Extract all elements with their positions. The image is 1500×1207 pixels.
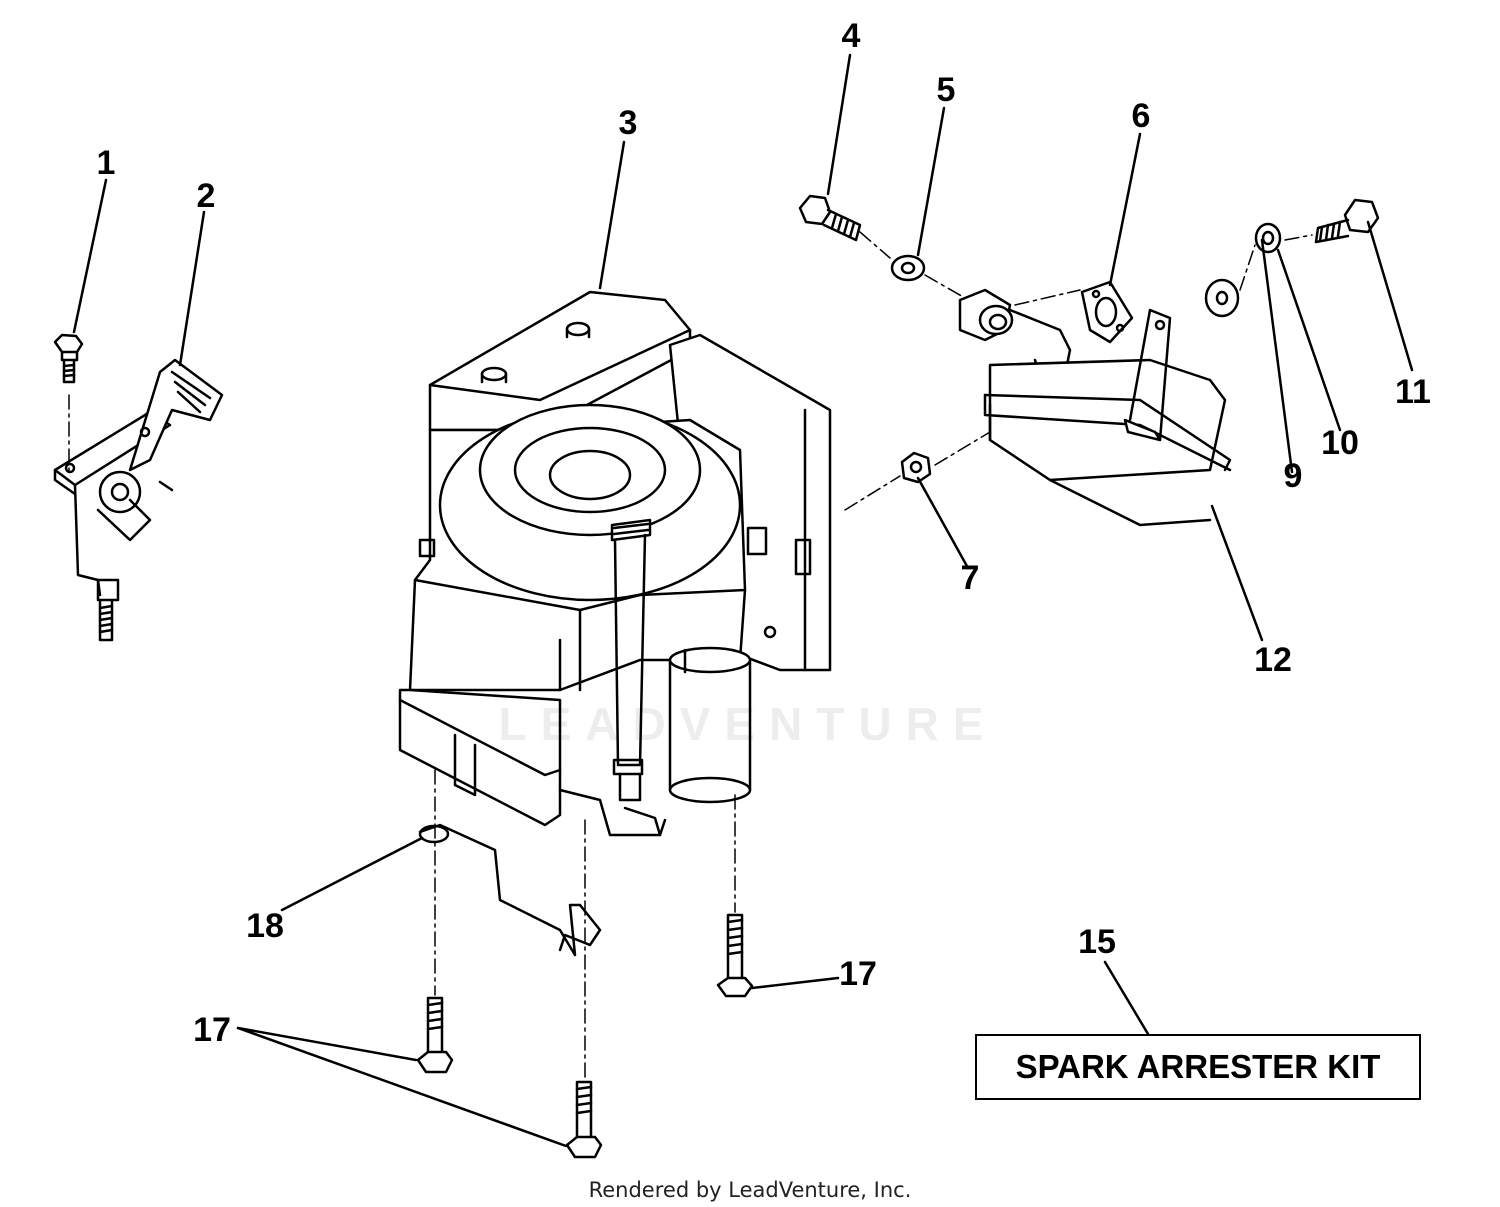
spark-arrester-kit-label: SPARK ARRESTER KIT bbox=[1015, 1048, 1381, 1085]
leader-lines bbox=[72, 53, 1414, 1148]
watermark: LEADVENTURE bbox=[498, 698, 998, 750]
callout-1: 1 bbox=[96, 144, 116, 182]
callout-10: 10 bbox=[1321, 424, 1359, 462]
part-7-nut bbox=[900, 451, 932, 484]
part-5-washer bbox=[890, 254, 926, 282]
part-6-gasket bbox=[1080, 280, 1134, 344]
part-17-bolt-bottom bbox=[565, 1080, 603, 1159]
callout-17-right: 17 bbox=[839, 955, 877, 993]
callout-9: 9 bbox=[1283, 457, 1303, 495]
part-17-bolt-left bbox=[416, 996, 454, 1074]
render-credit: Rendered by LeadVenture, Inc. bbox=[588, 1178, 912, 1202]
part-11-bolt bbox=[1314, 198, 1380, 244]
spark-arrester-kit-box: SPARK ARRESTER KIT bbox=[975, 1034, 1421, 1100]
callout-12: 12 bbox=[1254, 641, 1292, 679]
part-3-engine bbox=[398, 290, 832, 837]
callout-5: 5 bbox=[936, 71, 956, 109]
part-1-bolt bbox=[53, 333, 84, 384]
callout-4: 4 bbox=[841, 17, 861, 55]
part-17-bolt-right bbox=[716, 913, 754, 998]
part-9-washer bbox=[1204, 278, 1240, 318]
part-4-bolt bbox=[798, 194, 862, 242]
callout-6: 6 bbox=[1131, 97, 1151, 135]
part-12-muffler bbox=[958, 288, 1232, 527]
callout-15: 15 bbox=[1078, 923, 1116, 961]
assembly-lines bbox=[68, 231, 1313, 1079]
callout-3: 3 bbox=[618, 104, 638, 142]
callout-2: 2 bbox=[196, 177, 216, 215]
part-2-throttle-bracket bbox=[53, 358, 224, 642]
callout-11: 11 bbox=[1395, 373, 1431, 411]
callout-17-left: 17 bbox=[193, 1011, 231, 1049]
callout-18: 18 bbox=[246, 907, 284, 945]
part-18-wire-link bbox=[418, 823, 602, 957]
part-10-washer bbox=[1254, 222, 1282, 254]
callout-7: 7 bbox=[960, 559, 980, 597]
